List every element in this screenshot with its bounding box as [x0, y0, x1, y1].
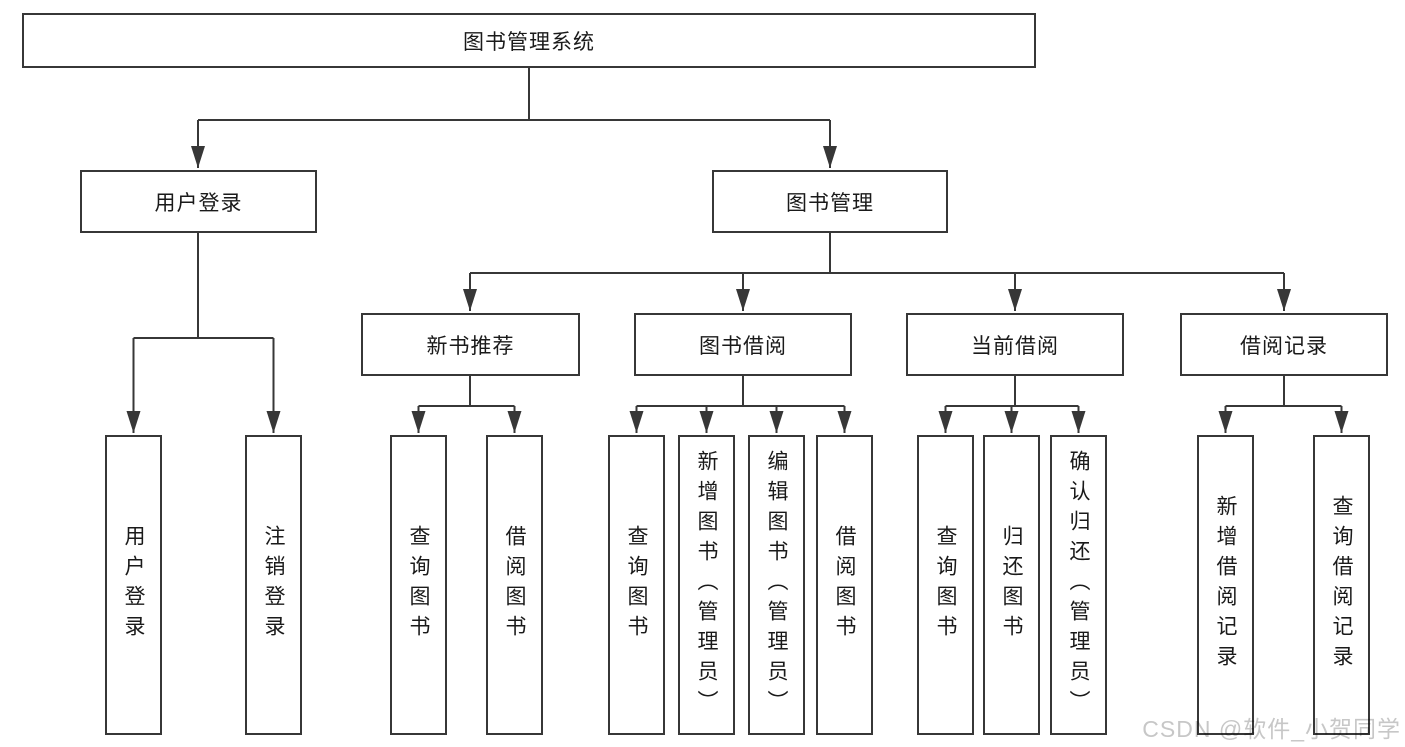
- leaf-label: 确认归还（管理员）: [1067, 450, 1090, 720]
- leaf-confirm-return-admin: 确认归还（管理员）: [1050, 435, 1107, 735]
- leaf-query-books: 查询图书: [390, 435, 447, 735]
- csdn-watermark: CSDN @软件_小贺同学: [1142, 716, 1401, 742]
- arrowhead-icons: [126, 120, 1349, 433]
- node-book-borrowing: 图书借阅: [634, 313, 852, 376]
- leaf-return-books: 归还图书: [983, 435, 1040, 735]
- leaf-label: 查询图书: [625, 525, 648, 645]
- node-label: 当前借阅: [971, 334, 1059, 358]
- leaf-label: 新增借阅记录: [1214, 495, 1237, 675]
- leaf-user-login: 用户登录: [105, 435, 162, 735]
- leaf-label: 查询借阅记录: [1330, 495, 1353, 675]
- leaf-label: 编辑图书（管理员）: [765, 450, 788, 720]
- node-library-management-system: 图书管理系统: [22, 13, 1036, 68]
- node-label: 图书管理系统: [463, 30, 595, 54]
- leaf-label: 查询图书: [934, 525, 957, 645]
- leaf-borrow-books: 借阅图书: [816, 435, 873, 735]
- node-label: 借阅记录: [1240, 334, 1328, 358]
- leaf-label: 借阅图书: [833, 525, 856, 645]
- node-user-login: 用户登录: [80, 170, 317, 233]
- leaf-logout: 注销登录: [245, 435, 302, 735]
- node-borrowing-records: 借阅记录: [1180, 313, 1388, 376]
- node-book-management: 图书管理: [712, 170, 948, 233]
- leaf-edit-books-admin: 编辑图书（管理员）: [748, 435, 805, 735]
- leaf-label: 注销登录: [262, 525, 285, 645]
- node-label: 用户登录: [154, 191, 243, 215]
- leaf-add-books-admin: 新增图书（管理员）: [678, 435, 735, 735]
- leaf-borrow-books: 借阅图书: [486, 435, 543, 735]
- node-label: 图书借阅: [699, 334, 787, 358]
- leaf-query-books: 查询图书: [917, 435, 974, 735]
- leaf-label: 查询图书: [407, 525, 430, 645]
- leaf-query-books: 查询图书: [608, 435, 665, 735]
- node-label: 图书管理: [786, 191, 874, 215]
- leaf-label: 归还图书: [1000, 525, 1023, 645]
- node-new-book-recommendation: 新书推荐: [361, 313, 580, 376]
- leaf-label: 借阅图书: [503, 525, 526, 645]
- leaf-add-borrow-record: 新增借阅记录: [1197, 435, 1254, 735]
- node-label: 新书推荐: [426, 334, 515, 358]
- leaf-label: 新增图书（管理员）: [695, 450, 718, 720]
- leaf-query-borrow-record: 查询借阅记录: [1313, 435, 1370, 735]
- leaf-label: 用户登录: [122, 525, 145, 645]
- node-current-borrowing: 当前借阅: [906, 313, 1124, 376]
